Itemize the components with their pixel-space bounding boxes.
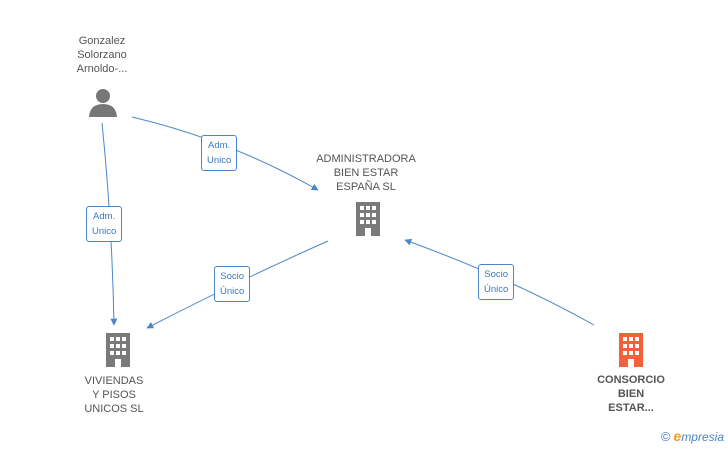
person-label-line: Solorzano: [77, 49, 127, 61]
brand-rest: mpresia: [681, 430, 724, 444]
edge-badge-line: Socio: [220, 271, 245, 282]
building-icon[interactable]: [353, 202, 383, 236]
consorcio-label-line: CONSORCIO: [597, 374, 665, 386]
viviendas-label-line: UNICOS SL: [84, 403, 144, 415]
brand-logo: empresia: [674, 428, 724, 444]
person-label[interactable]: Gonzalez Solorzano Arnoldo-...: [52, 34, 152, 76]
edge-badge-person-admin[interactable]: Adm. Unico: [201, 135, 238, 171]
building-highlight-icon[interactable]: [616, 333, 646, 367]
admin-label-line: BIEN ESTAR: [333, 167, 399, 179]
edge-badge-line: Único: [220, 286, 245, 297]
consorcio-label[interactable]: CONSORCIO BIEN ESTAR...: [586, 373, 676, 415]
admin-label[interactable]: ADMINISTRADORA BIEN ESTAR ESPAÑA SL: [306, 152, 426, 194]
edge-badge-line: Unico: [92, 226, 117, 237]
edge-badge-line: Adm.: [93, 211, 116, 222]
edge-badge-line: Unico: [207, 155, 232, 166]
admin-label-line: ADMINISTRADORA: [316, 153, 416, 165]
person-icon[interactable]: [88, 87, 118, 117]
viviendas-label-line: VIVIENDAS: [84, 375, 144, 387]
consorcio-label-line: ESTAR...: [608, 402, 654, 414]
building-icon[interactable]: [103, 333, 133, 367]
edge-badge-consorcio-admin[interactable]: Socio Único: [478, 264, 515, 300]
viviendas-label[interactable]: VIVIENDAS Y PISOS UNICOS SL: [58, 374, 170, 416]
copyright-brand: © empresia: [661, 428, 724, 444]
edge-badge-line: Único: [484, 284, 509, 295]
viviendas-label-line: Y PISOS: [92, 389, 136, 401]
person-label-line: Gonzalez: [78, 35, 126, 47]
edge-badge-line: Socio: [484, 269, 509, 280]
brand-initial: e: [673, 428, 682, 444]
edge-badge-admin-viviendas[interactable]: Socio Único: [214, 266, 251, 302]
admin-label-line: ESPAÑA SL: [336, 181, 396, 193]
consorcio-label-line: BIEN: [617, 388, 645, 400]
edge-badge-person-viviendas[interactable]: Adm. Unico: [86, 206, 123, 242]
copyright-icon: ©: [660, 428, 671, 444]
edge-badge-line: Adm.: [208, 140, 231, 151]
person-label-line: Arnoldo-...: [76, 63, 128, 75]
